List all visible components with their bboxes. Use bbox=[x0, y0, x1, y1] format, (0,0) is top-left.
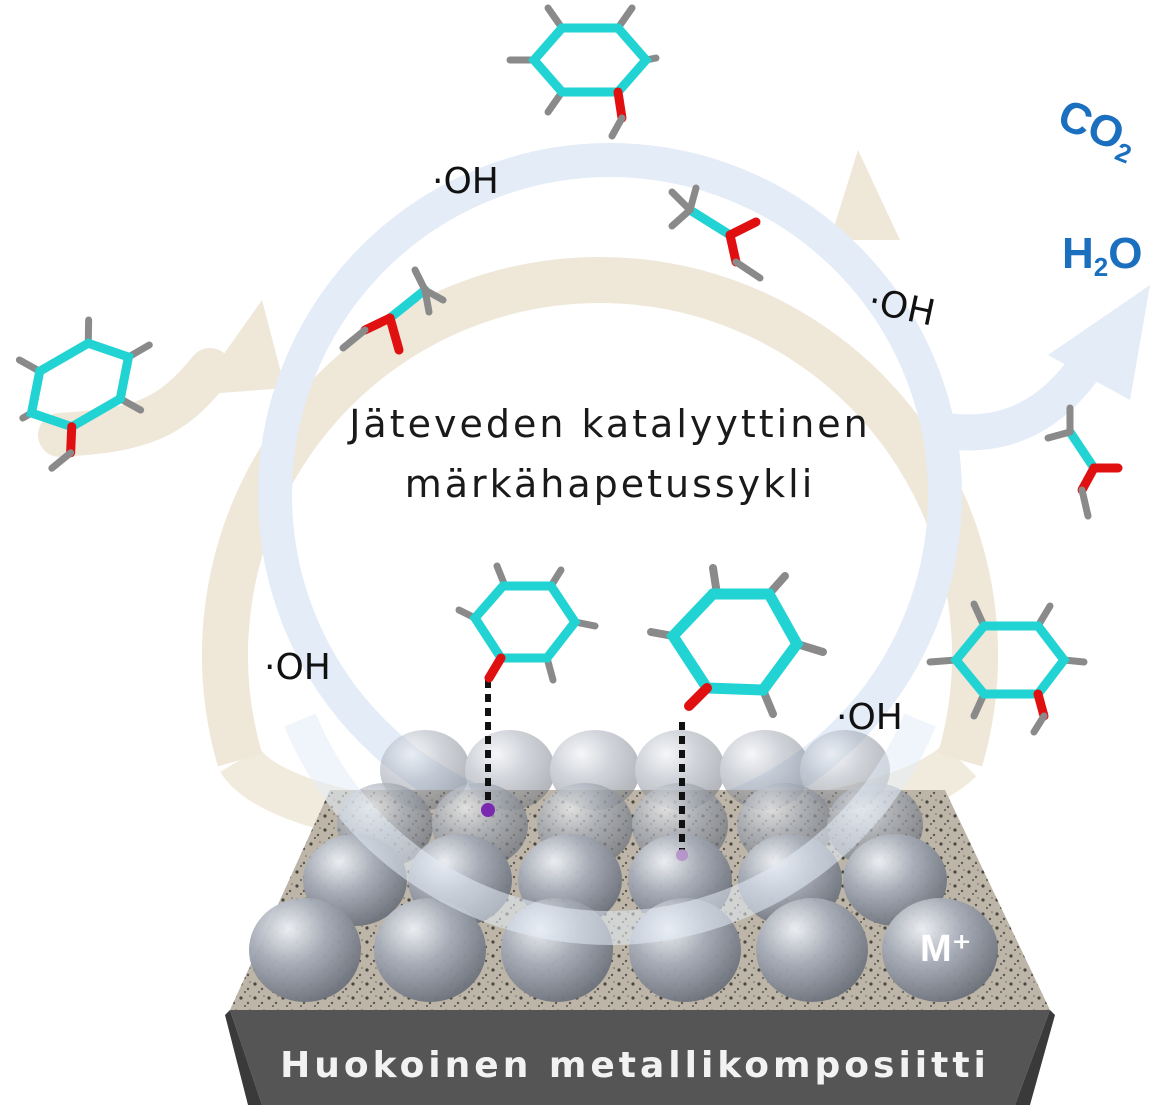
h2o-h-text: H bbox=[1062, 229, 1094, 278]
phenol-molecules bbox=[15, 4, 1088, 736]
acetic-acid-molecules bbox=[339, 184, 1123, 520]
hydroxyl-radical-label-left: ·OH bbox=[264, 647, 331, 688]
h2o-o-text: O bbox=[1108, 229, 1143, 278]
cycle-title-line2: märkähapetussykli bbox=[404, 462, 816, 506]
hydroxyl-radical-label-bottom-right: ·OH bbox=[836, 697, 903, 738]
adsorption-bonds bbox=[481, 680, 688, 861]
h2o-product-label: H2O bbox=[1062, 232, 1142, 289]
h2o-subscript: 2 bbox=[1093, 252, 1109, 282]
metal-ion-label: M⁺ bbox=[920, 928, 972, 970]
hydroxyl-radical-label-top: ·OH bbox=[432, 161, 499, 202]
platform-label: Huokoinen metallikomposiitti bbox=[280, 1045, 990, 1086]
cycle-title-line1: Jäteveden katalyyttinen bbox=[349, 402, 871, 446]
